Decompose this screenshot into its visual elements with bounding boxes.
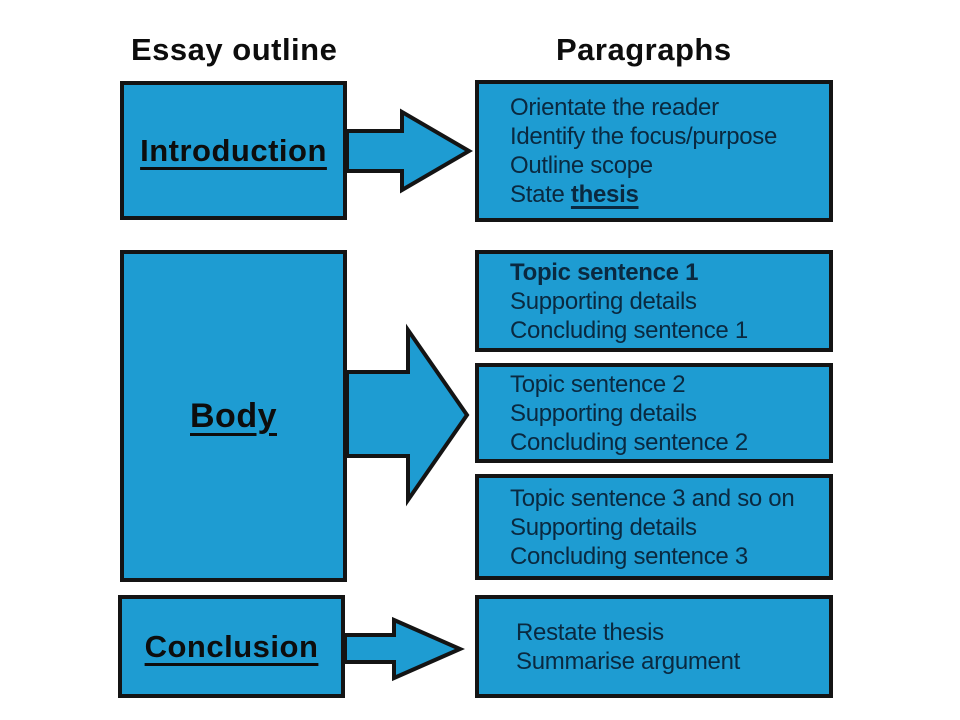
paragraphs-heading: Paragraphs [556,32,732,67]
paragraph-line-text: Summarise argument [516,647,741,675]
introduction-label: Introduction [140,132,327,168]
paragraph-line-text: Concluding sentence 3 [510,542,748,570]
paragraph-line-text: Concluding sentence 2 [510,428,748,456]
body-box: Body [120,250,347,582]
introduction-right-arrow-icon [345,108,473,194]
paragraph-line-text: State [510,181,571,208]
paragraph-line-text: Concluding sentence 1 [510,316,748,344]
paragraph-line-text: Supporting details [510,399,697,427]
paragraph-line-text: thesis [570,181,639,208]
essay-outline-heading: Essay outline [131,32,338,67]
paragraph-line-text: Identify the focus/purpose [510,123,778,150]
paragraph-line-text: Outline scope [510,152,653,179]
paragraph-line: Concluding sentence 3 [510,542,823,571]
paragraph-line: Topic sentence 1 [510,258,823,287]
paragraph-line-text: Topic sentence 1 [510,258,699,286]
paragraph-line-text: Orientate the reader [510,94,719,121]
paragraph-line: Topic sentence 3 and so on [510,484,823,513]
body-right-arrow-icon [345,323,470,507]
paragraph-line: Supporting details [510,513,823,542]
paragraph-line: Supporting details [510,287,823,316]
paragraph-line: Identify the focus/purpose [510,122,823,151]
conclusion-label: Conclusion [144,628,319,664]
paragraph-line: Topic sentence 2 [510,370,823,399]
paragraph-line: Restate thesis [516,618,823,647]
paragraph-line: State thesis [510,180,823,209]
paragraph-line: Concluding sentence 2 [510,428,823,457]
paragraph-line: Summarise argument [516,647,823,676]
introduction-box: Introduction [120,81,347,220]
paragraph-line: Outline scope [510,151,823,180]
conclusion-box: Conclusion [118,595,345,698]
paragraph-line: Orientate the reader [510,93,823,122]
paragraph-line-text: Supporting details [510,287,697,315]
paragraph-line-text: Restate thesis [516,618,664,646]
paragraph-line-text: Topic sentence 2 [510,370,686,398]
body-label: Body [190,396,277,435]
paragraph-line: Supporting details [510,399,823,428]
paragraph-line-text: Topic sentence 3 and so on [510,484,795,512]
paragraph-line: Concluding sentence 1 [510,316,823,345]
conclusion-right-arrow-icon [343,616,465,682]
paragraph-line-text: Supporting details [510,513,697,541]
